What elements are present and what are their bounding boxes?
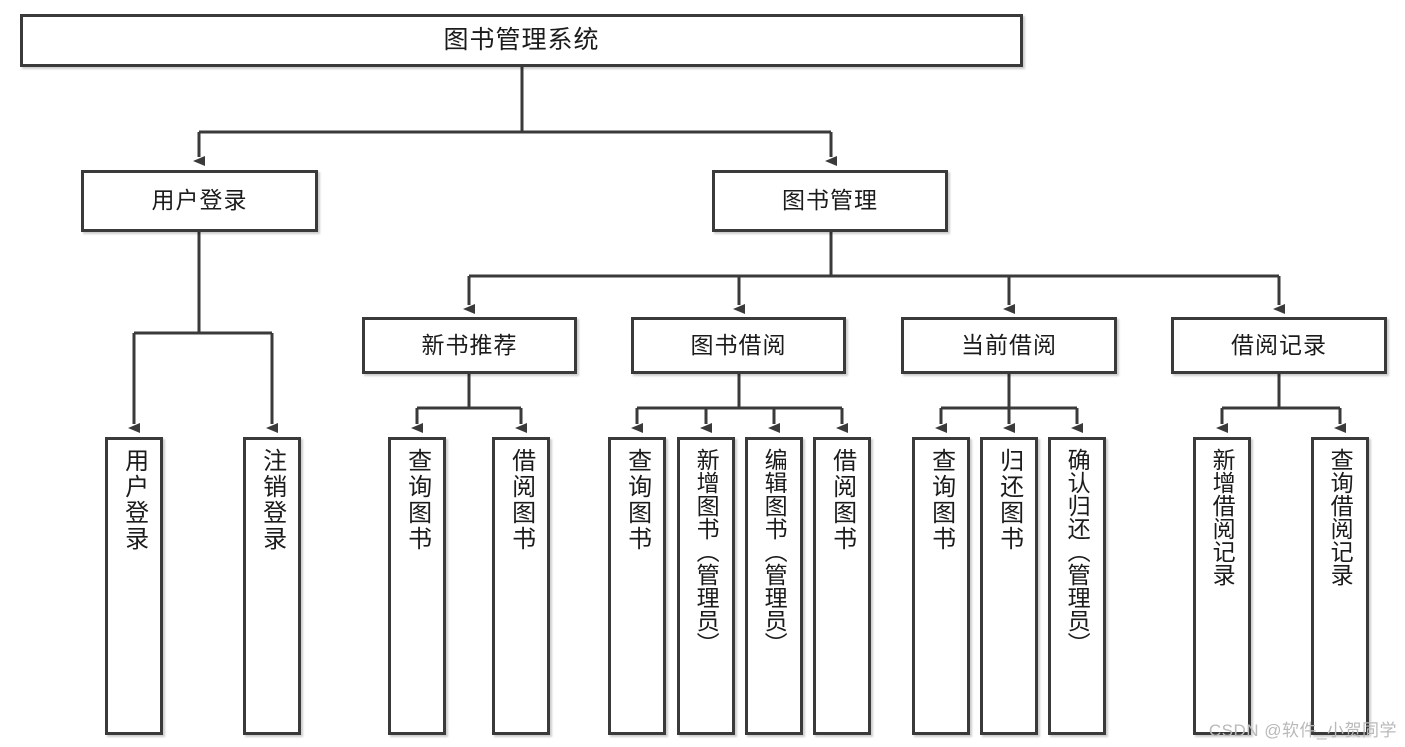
node-label: 借阅图书 bbox=[507, 448, 535, 552]
node-label: 新书推荐 bbox=[421, 331, 518, 358]
node-label: 当前借阅 bbox=[961, 331, 1057, 358]
leaf-return-book[interactable]: 归还图书 bbox=[980, 437, 1038, 735]
node-label: 注销登录 bbox=[258, 448, 286, 552]
node-book-management[interactable]: 图书管理 bbox=[712, 170, 948, 232]
leaf-borrow-book-borrow[interactable]: 借阅图书 bbox=[813, 437, 871, 735]
leaf-query-book-borrow[interactable]: 查询图书 bbox=[608, 437, 666, 735]
node-label: 新增借阅记录 bbox=[1209, 448, 1236, 586]
leaf-query-borrow-record[interactable]: 查询借阅记录 bbox=[1311, 437, 1369, 735]
node-label: 查询图书 bbox=[403, 448, 431, 552]
leaf-borrow-book-recommend[interactable]: 借阅图书 bbox=[492, 437, 550, 735]
node-label: 图书管理 bbox=[782, 187, 878, 214]
leaf-add-borrow-record[interactable]: 新增借阅记录 bbox=[1193, 437, 1251, 735]
leaf-user-login[interactable]: 用户登录 bbox=[105, 437, 163, 735]
node-label: 查询图书 bbox=[623, 448, 651, 552]
node-label: 归还图书 bbox=[995, 448, 1023, 552]
node-label: 借阅图书 bbox=[828, 448, 856, 552]
node-label: 图书管理系统 bbox=[443, 25, 600, 54]
node-label: 查询借阅记录 bbox=[1327, 448, 1354, 586]
node-label: 图书借阅 bbox=[690, 331, 787, 358]
node-new-book-recommend[interactable]: 新书推荐 bbox=[362, 317, 577, 374]
leaf-query-book-recommend[interactable]: 查询图书 bbox=[388, 437, 446, 735]
leaf-confirm-return-admin[interactable]: 确认归还（管理员） bbox=[1048, 437, 1106, 735]
node-label: 用户登录 bbox=[120, 448, 148, 552]
node-user-login[interactable]: 用户登录 bbox=[81, 170, 318, 232]
node-borrow-record[interactable]: 借阅记录 bbox=[1171, 317, 1387, 374]
node-current-borrow[interactable]: 当前借阅 bbox=[901, 317, 1117, 374]
node-label: 确认归还（管理员） bbox=[1064, 448, 1091, 655]
node-label: 用户登录 bbox=[151, 187, 248, 214]
node-label: 查询图书 bbox=[927, 448, 955, 552]
leaf-user-logout[interactable]: 注销登录 bbox=[243, 437, 301, 735]
node-label: 编辑图书（管理员） bbox=[761, 448, 788, 655]
leaf-query-book-current[interactable]: 查询图书 bbox=[912, 437, 970, 735]
node-root-book-management-system[interactable]: 图书管理系统 bbox=[20, 14, 1023, 67]
node-book-borrow[interactable]: 图书借阅 bbox=[631, 317, 846, 374]
leaf-edit-book-admin[interactable]: 编辑图书（管理员） bbox=[745, 437, 803, 735]
node-label: 新增图书（管理员） bbox=[693, 448, 720, 655]
leaf-add-book-admin[interactable]: 新增图书（管理员） bbox=[677, 437, 735, 735]
node-label: 借阅记录 bbox=[1231, 331, 1327, 358]
